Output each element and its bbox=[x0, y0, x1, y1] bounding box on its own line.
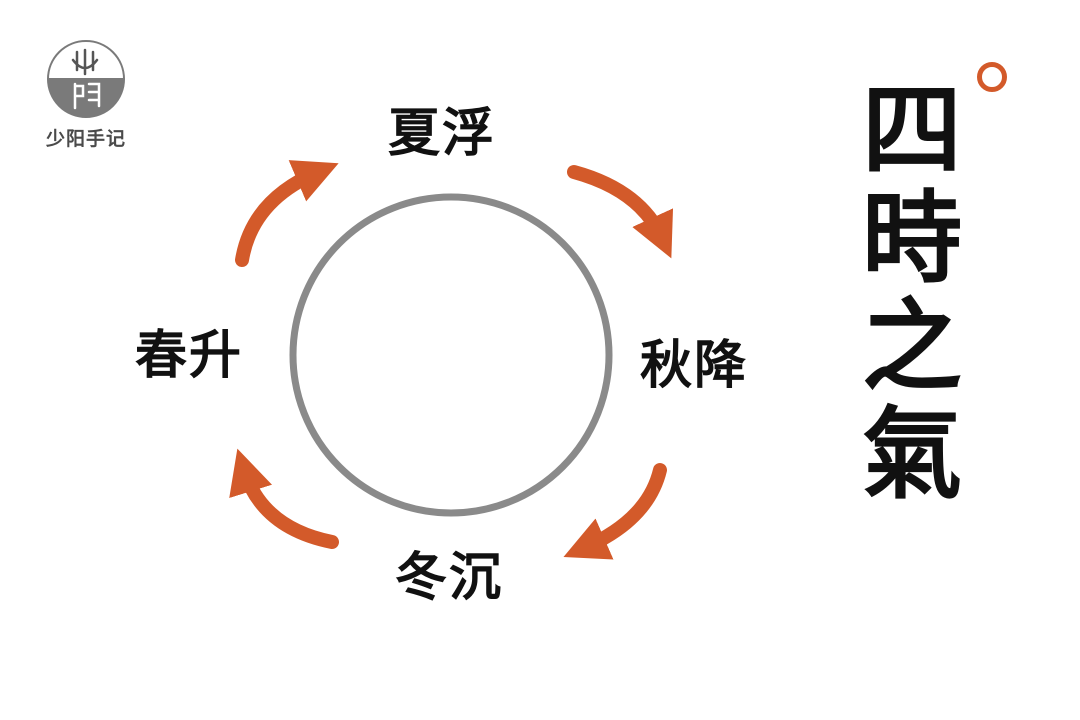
title-char-3: 之 bbox=[862, 287, 962, 405]
arrow-winter-to-spring bbox=[229, 448, 339, 549]
arrow-autumn-to-winter bbox=[563, 463, 667, 560]
seal-logo-icon bbox=[47, 40, 125, 118]
vertical-title: 四 時 之 氣 bbox=[852, 78, 972, 510]
season-label-spring: 春升 bbox=[135, 325, 244, 386]
logo-caption: 少阳手记 bbox=[45, 128, 126, 150]
title-dot-icon bbox=[977, 62, 1007, 92]
arrow-spring-to-summer bbox=[235, 160, 339, 267]
title-char-2: 時 bbox=[862, 179, 962, 297]
arrow-summer-to-autumn bbox=[567, 165, 674, 259]
title-char-1: 四 bbox=[862, 71, 962, 189]
season-label-summer: 夏浮 bbox=[388, 103, 497, 164]
season-label-winter: 冬沉 bbox=[395, 547, 504, 608]
title-char-4: 氣 bbox=[862, 395, 962, 513]
season-label-autumn: 秋降 bbox=[640, 335, 749, 396]
cycle-circle bbox=[289, 193, 613, 517]
